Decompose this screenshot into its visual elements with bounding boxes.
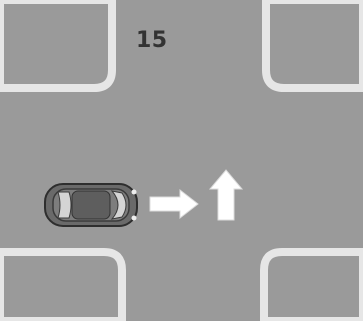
block-bottom-left [0,252,122,321]
block-bottom-right [264,252,363,321]
block-top-right [266,0,363,88]
car-top-view-icon [45,184,137,226]
block-top-left [0,0,112,88]
image-number-label: 15 [136,28,168,53]
